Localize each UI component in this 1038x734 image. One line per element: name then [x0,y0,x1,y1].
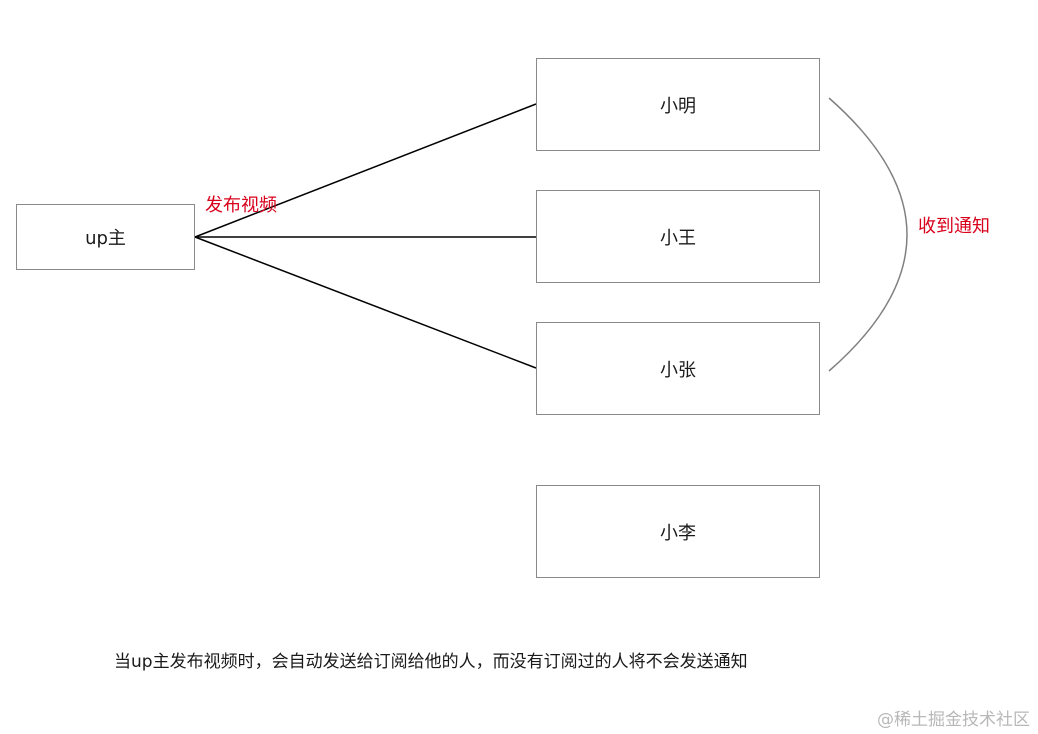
node-subscriber-xiaozhang[interactable]: 小张 [536,322,820,415]
node-up-host[interactable]: up主 [16,204,195,270]
edge-up-to-xiaoming [194,103,537,238]
publish-video-label: 发布视频 [205,195,277,216]
node-xiaoming-label: 小明 [660,95,696,117]
node-xiaozhang-label: 小张 [660,359,696,381]
node-non-subscriber-xiaoli[interactable]: 小李 [536,485,820,578]
node-xiaowang-label: 小王 [660,227,696,249]
notification-arc [828,97,908,372]
node-xiaoli-label: 小李 [660,522,696,544]
receive-notification-label: 收到通知 [918,216,990,237]
node-up-host-label: up主 [85,228,126,249]
source-watermark: @稀土掘金技术社区 [877,710,1030,730]
edge-up-to-xiaozhang [194,236,537,369]
diagram-caption: 当up主发布视频时，会自动发送给订阅给他的人，而没有订阅过的人将不会发送通知 [114,652,748,672]
node-subscriber-xiaowang[interactable]: 小王 [536,190,820,283]
node-subscriber-xiaoming[interactable]: 小明 [536,58,820,151]
